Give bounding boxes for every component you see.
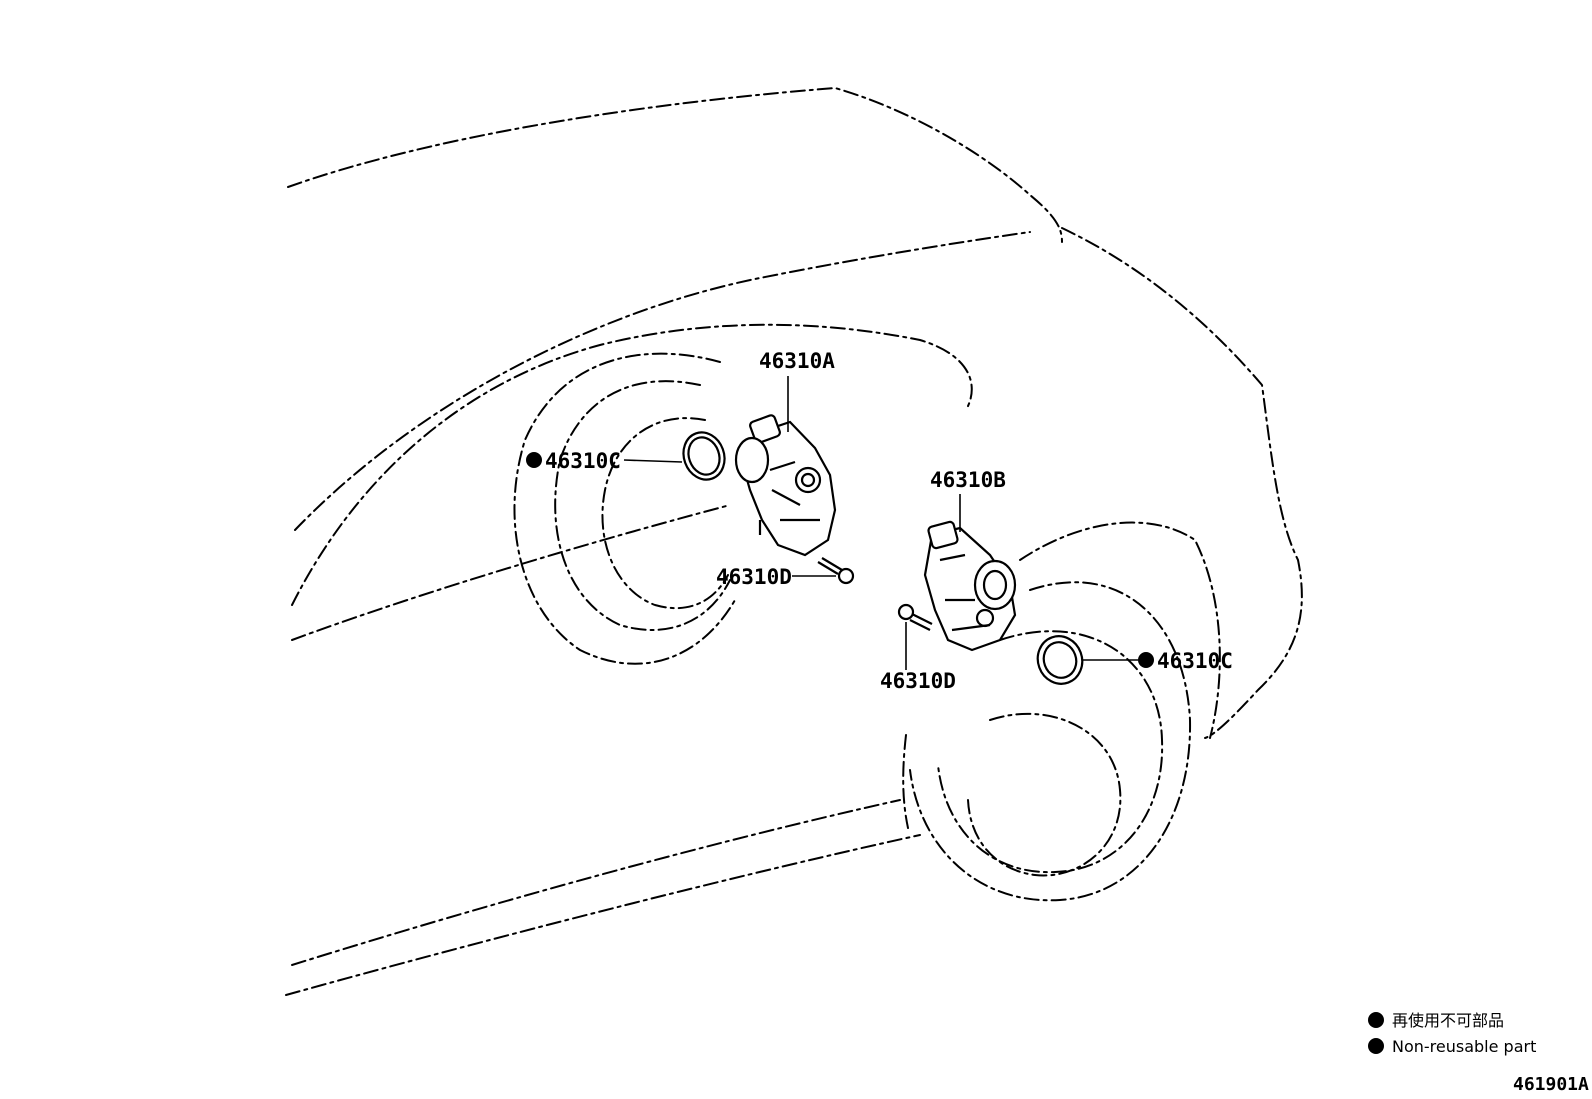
actuator-assembly-b bbox=[923, 520, 1017, 652]
legend-mark-english bbox=[1368, 1038, 1384, 1054]
legend: 再使用不可部品 Non-reusable part bbox=[1368, 1011, 1536, 1056]
figure-code: 461901A bbox=[1513, 1074, 1589, 1095]
label-part-c-right: 46310C bbox=[1157, 649, 1233, 673]
label-part-b: 46310B bbox=[930, 468, 1006, 492]
bolt-left bbox=[817, 557, 855, 585]
bolt-right bbox=[897, 603, 933, 631]
label-part-d-right: 46310D bbox=[880, 669, 956, 693]
label-part-c-left: 46310C bbox=[545, 449, 621, 473]
non-reusable-mark-right bbox=[1138, 652, 1154, 668]
legend-japanese-text: 再使用不可部品 bbox=[1392, 1011, 1504, 1030]
legend-english-text: Non-reusable part bbox=[1392, 1037, 1536, 1056]
gasket-ring-right bbox=[1036, 635, 1084, 685]
gasket-ring-left bbox=[682, 431, 726, 481]
legend-mark-japanese bbox=[1368, 1012, 1384, 1028]
right-wheel-outline bbox=[909, 581, 1192, 902]
left-wheel-outline bbox=[513, 352, 736, 665]
actuator-assembly-a bbox=[734, 414, 837, 557]
vehicle-outline bbox=[285, 87, 1303, 996]
label-part-d-left: 46310D bbox=[716, 565, 792, 589]
label-part-a: 46310A bbox=[759, 349, 835, 373]
non-reusable-mark-left bbox=[526, 452, 542, 468]
leader-lines bbox=[623, 376, 1138, 670]
